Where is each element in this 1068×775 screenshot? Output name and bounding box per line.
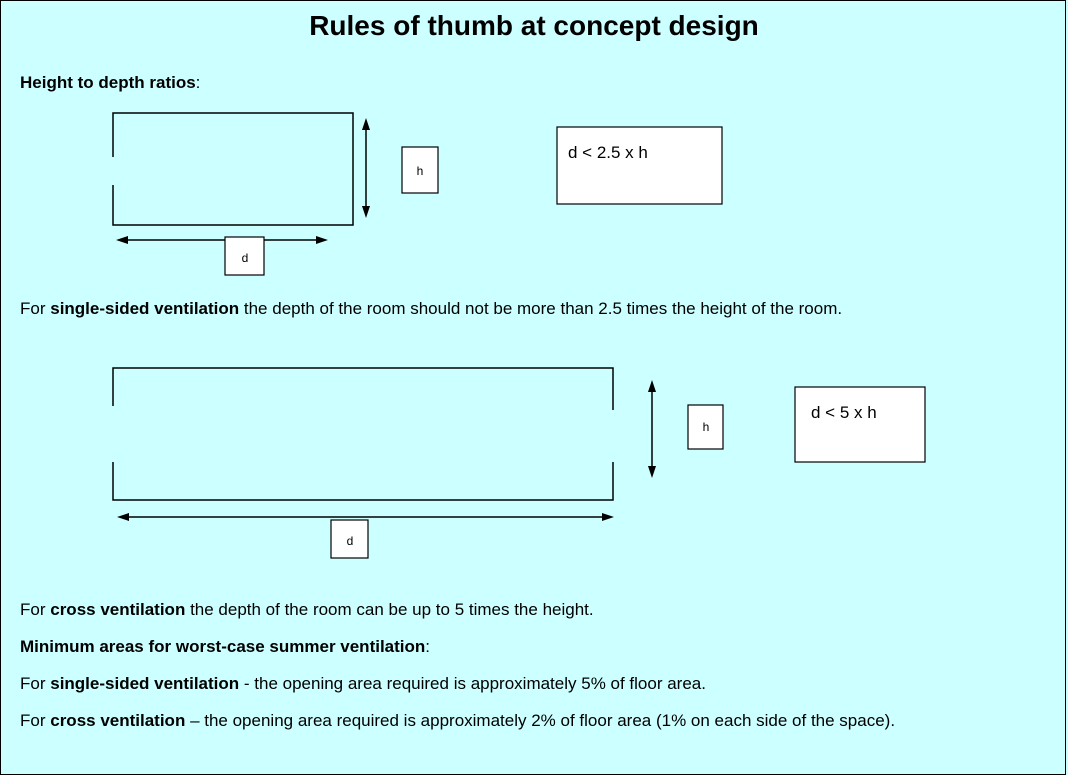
cross-area-paragraph: For cross ventilation – the opening area… xyxy=(20,708,1060,733)
depth-arrow-head-left xyxy=(116,236,128,244)
single-area-pre: For xyxy=(20,674,51,693)
h-label-box xyxy=(401,146,439,194)
single-area-post: - the opening area required is approxima… xyxy=(239,674,706,693)
h-label: h xyxy=(417,164,424,178)
height-arrow-head-top xyxy=(648,380,656,392)
min-areas-heading-bold: Minimum areas for worst-case summer vent… xyxy=(20,637,426,656)
cross-pre: For xyxy=(20,600,51,619)
d-label: d xyxy=(347,534,354,548)
height-depth-heading: Height to depth ratios: xyxy=(20,70,200,95)
d-label-box xyxy=(330,519,369,559)
slide-title: Rules of thumb at concept design xyxy=(309,10,759,41)
height-arrow-head-top xyxy=(362,118,370,130)
height-arrow-head-bottom xyxy=(362,206,370,218)
single-sided-post: the depth of the room should not be more… xyxy=(239,299,843,318)
cross-post: the depth of the room can be up to 5 tim… xyxy=(185,600,594,619)
rule-label: d < 5 x h xyxy=(811,403,877,422)
cross-area-bold: cross ventilation xyxy=(50,711,186,730)
height-depth-heading-bold: Height to depth ratios xyxy=(20,73,196,92)
h-label-box xyxy=(687,404,724,450)
single-sided-paragraph: For single-sided ventilation the depth o… xyxy=(20,296,1060,321)
single-area-bold: single-sided ventilation xyxy=(50,674,240,693)
cross-paragraph: For cross ventilation the depth of the r… xyxy=(20,597,594,622)
single-sided-bold: single-sided ventilation xyxy=(50,299,240,318)
rule-label: d < 2.5 x h xyxy=(568,143,648,162)
cross-bold: cross ventilation xyxy=(50,600,186,619)
height-arrow-head-bottom xyxy=(648,466,656,478)
depth-arrow-head-right xyxy=(316,236,328,244)
single-sided-pre: For xyxy=(20,299,51,318)
height-depth-heading-tail: : xyxy=(195,73,201,92)
room-outline-top xyxy=(112,367,614,410)
h-label: h xyxy=(703,420,710,434)
cross-area-pre: For xyxy=(20,711,51,730)
cross-area-post: – the opening area required is approxima… xyxy=(185,711,896,730)
rule-box xyxy=(556,126,723,205)
d-label-box xyxy=(224,236,265,276)
min-areas-heading-tail: : xyxy=(425,637,431,656)
room-outline-single-sided xyxy=(112,112,354,226)
room-outline-bottom xyxy=(112,462,614,501)
depth-arrow-head-right xyxy=(602,513,614,521)
rule-box xyxy=(794,386,926,463)
d-label: d xyxy=(242,251,249,265)
min-areas-heading: Minimum areas for worst-case summer vent… xyxy=(20,634,430,659)
depth-arrow-head-left xyxy=(117,513,129,521)
single-area-paragraph: For single-sided ventilation - the openi… xyxy=(20,671,706,696)
